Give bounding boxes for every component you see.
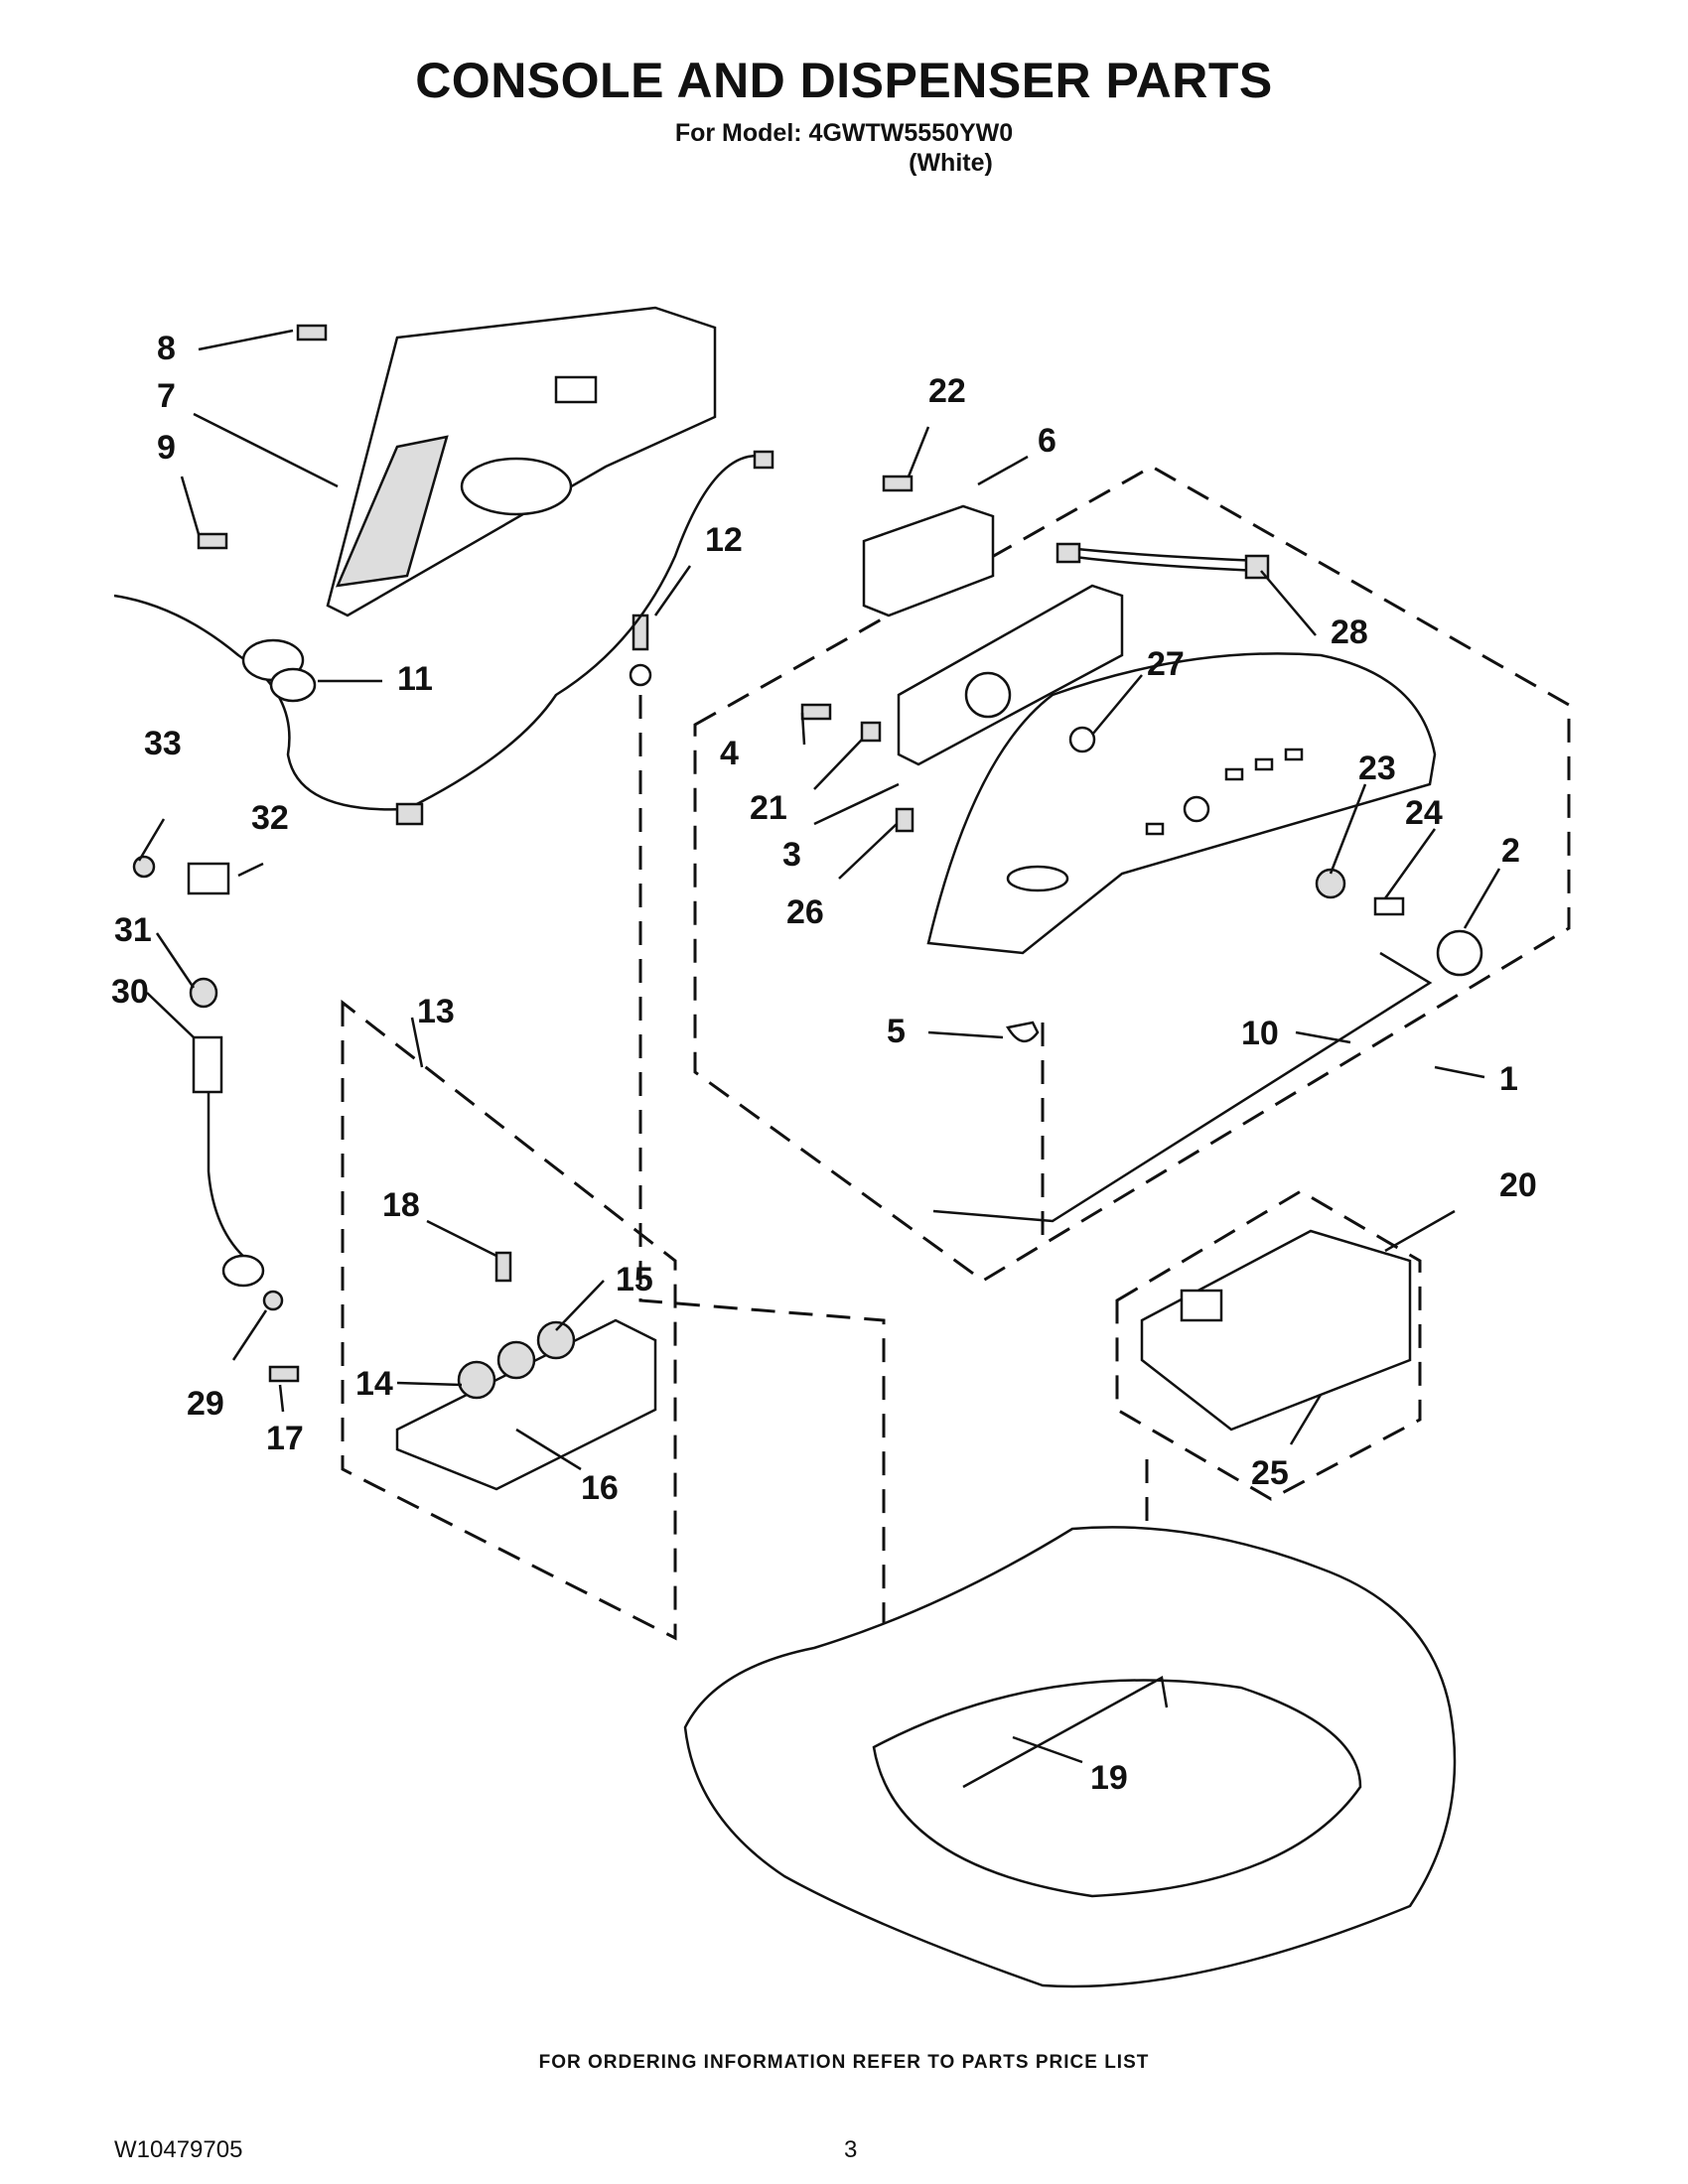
- callout-15: 15: [616, 1261, 653, 1298]
- callout-33: 33: [144, 725, 182, 762]
- callout-9: 9: [157, 429, 176, 467]
- callout-19: 19: [1090, 1759, 1128, 1797]
- callout-12: 12: [705, 521, 743, 559]
- callout-13: 13: [417, 993, 455, 1030]
- callout-14: 14: [355, 1365, 393, 1403]
- console-housing: [926, 652, 1437, 955]
- callout-25: 25: [1251, 1454, 1289, 1492]
- document-number: W10479705: [114, 2136, 243, 2163]
- inlet-hose: [132, 855, 284, 1311]
- dispenser-group-box: [1115, 1189, 1422, 1501]
- callout-21: 21: [750, 789, 787, 827]
- callout-2: 2: [1501, 832, 1520, 870]
- callout-4: 4: [720, 735, 739, 772]
- clip-26: [895, 807, 914, 833]
- knob-2: [1436, 929, 1483, 977]
- callout-17: 17: [266, 1420, 304, 1457]
- callout-30: 30: [111, 973, 149, 1011]
- callout-5: 5: [887, 1013, 906, 1050]
- callout-26: 26: [786, 893, 824, 931]
- callout-28: 28: [1331, 614, 1368, 651]
- user-interface-board: [862, 504, 995, 617]
- lens-27: [1068, 726, 1096, 753]
- callout-8: 8: [157, 330, 176, 367]
- callout-22: 22: [928, 372, 966, 410]
- ground-screw-12: [629, 614, 652, 687]
- valve-group-box: [341, 999, 677, 1641]
- shaft-24: [1373, 896, 1405, 916]
- dispenser-drawer: [1140, 1229, 1412, 1432]
- console-group-box: [693, 465, 1571, 1283]
- ordering-note: FOR ORDERING INFORMATION REFER TO PARTS …: [538, 2052, 1150, 2073]
- callout-11: 11: [397, 660, 433, 698]
- callout-10: 10: [1241, 1015, 1279, 1052]
- screw-18: [494, 1251, 512, 1283]
- control-board: [897, 584, 1124, 766]
- console-rear-panel: [326, 306, 717, 617]
- screw-22: [882, 475, 914, 492]
- clip-21: [860, 721, 882, 743]
- callout-6: 6: [1038, 422, 1056, 460]
- screw-8: [296, 324, 328, 341]
- wire-harness-28: [1055, 542, 1270, 580]
- seal-strip-10: [932, 951, 1433, 1223]
- callout-27: 27: [1147, 645, 1185, 683]
- page-number: 3: [844, 2136, 858, 2163]
- nut-23: [1315, 868, 1346, 899]
- screw-4: [800, 703, 832, 721]
- callout-3: 3: [782, 836, 801, 874]
- callout-24: 24: [1405, 794, 1443, 832]
- callout-18: 18: [382, 1186, 420, 1224]
- color-line: (White): [909, 149, 993, 177]
- water-valve: [395, 1318, 657, 1491]
- clip-5: [1006, 1021, 1040, 1042]
- callout-labels: 1 2 3 4 5 6 7 8 9 10 11 12 13 14 15 16 1…: [111, 330, 1537, 1797]
- screw-17: [268, 1365, 300, 1383]
- model-line: For Model: 4GWTW5550YW0: [674, 119, 1014, 147]
- callout-7: 7: [157, 377, 176, 415]
- wire-harness: [113, 450, 774, 826]
- page-title: CONSOLE AND DISPENSER PARTS: [415, 53, 1273, 108]
- callout-32: 32: [251, 799, 289, 837]
- callout-23: 23: [1358, 750, 1396, 787]
- callout-16: 16: [581, 1469, 619, 1507]
- callout-20: 20: [1499, 1166, 1537, 1204]
- callout-31: 31: [114, 911, 152, 949]
- leader-lines: [137, 329, 1501, 1764]
- screw-9: [197, 532, 228, 550]
- callout-1: 1: [1499, 1060, 1518, 1098]
- callout-29: 29: [187, 1385, 224, 1423]
